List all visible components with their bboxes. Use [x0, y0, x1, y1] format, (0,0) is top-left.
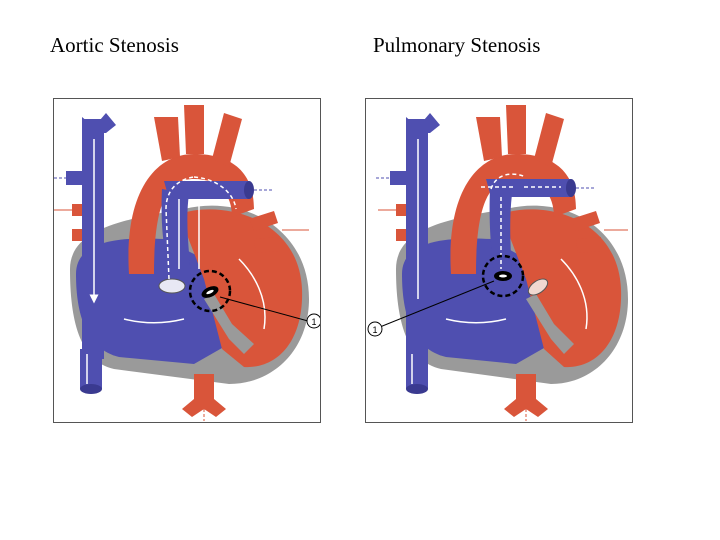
descending-aorta	[182, 374, 226, 417]
right-heart	[76, 238, 229, 364]
svc-top	[406, 113, 440, 133]
pulmonary-artery	[489, 189, 512, 284]
superior-vena-cava	[406, 119, 428, 359]
heart-illustration	[54, 105, 309, 421]
aortic-branch-3	[534, 113, 564, 167]
superior-vena-cava	[82, 119, 104, 359]
aortic-stenosis-diagram: 1	[53, 98, 321, 423]
pulmonary-vein-right-1	[571, 211, 600, 231]
pulmonary-vein-left-1	[396, 204, 406, 216]
pulmonary-vein-right-1	[249, 211, 278, 231]
svc-top	[82, 113, 116, 133]
inferior-vena-cava	[406, 349, 428, 389]
stenosis-highlight-circle	[481, 254, 525, 298]
heart-illustration	[376, 105, 628, 421]
pulmonary-vein-left-1	[72, 204, 82, 216]
pulmonary-vein-right-2	[254, 237, 279, 253]
pulmonary-vein-left-2	[72, 229, 82, 241]
aortic-branch-1	[476, 117, 502, 161]
stenosis-highlight-circle	[188, 269, 232, 313]
aortic-branch-1	[154, 117, 180, 161]
callout-number: 1	[311, 317, 316, 327]
external-flow-lines	[54, 177, 309, 421]
aortic-branch-3	[212, 113, 242, 167]
pulmonary-stenosis-title: Pulmonary Stenosis	[373, 33, 541, 57]
external-flow-lines	[376, 177, 628, 421]
septum	[526, 294, 574, 354]
aortic-valve	[527, 278, 549, 296]
callout-marker	[306, 313, 320, 329]
aortic-branch-2	[184, 105, 204, 154]
aortic-branch-2	[506, 105, 526, 154]
pulmonary-stenosis-diagram: 1	[365, 98, 633, 423]
pulmonary-valve	[158, 278, 186, 294]
pulmonary-artery-left	[66, 171, 84, 185]
pulmonary-vein-right-2	[576, 237, 601, 253]
descending-aorta	[504, 374, 548, 417]
callout-line	[219, 296, 309, 322]
callout-line	[379, 280, 495, 328]
callout-number: 1	[372, 325, 377, 335]
right-heart	[402, 238, 551, 364]
flow-arrows	[86, 139, 266, 384]
aortic-stenosis-title: Aortic Stenosis	[50, 33, 179, 57]
pulmonary-artery-branch	[164, 181, 249, 199]
pulmonary-vein-left-2	[396, 229, 406, 241]
pulmonary-artery-left	[390, 171, 408, 185]
inferior-vena-cava	[80, 349, 102, 389]
pulmonary-artery-branch	[486, 179, 571, 197]
callout-marker	[367, 321, 383, 337]
